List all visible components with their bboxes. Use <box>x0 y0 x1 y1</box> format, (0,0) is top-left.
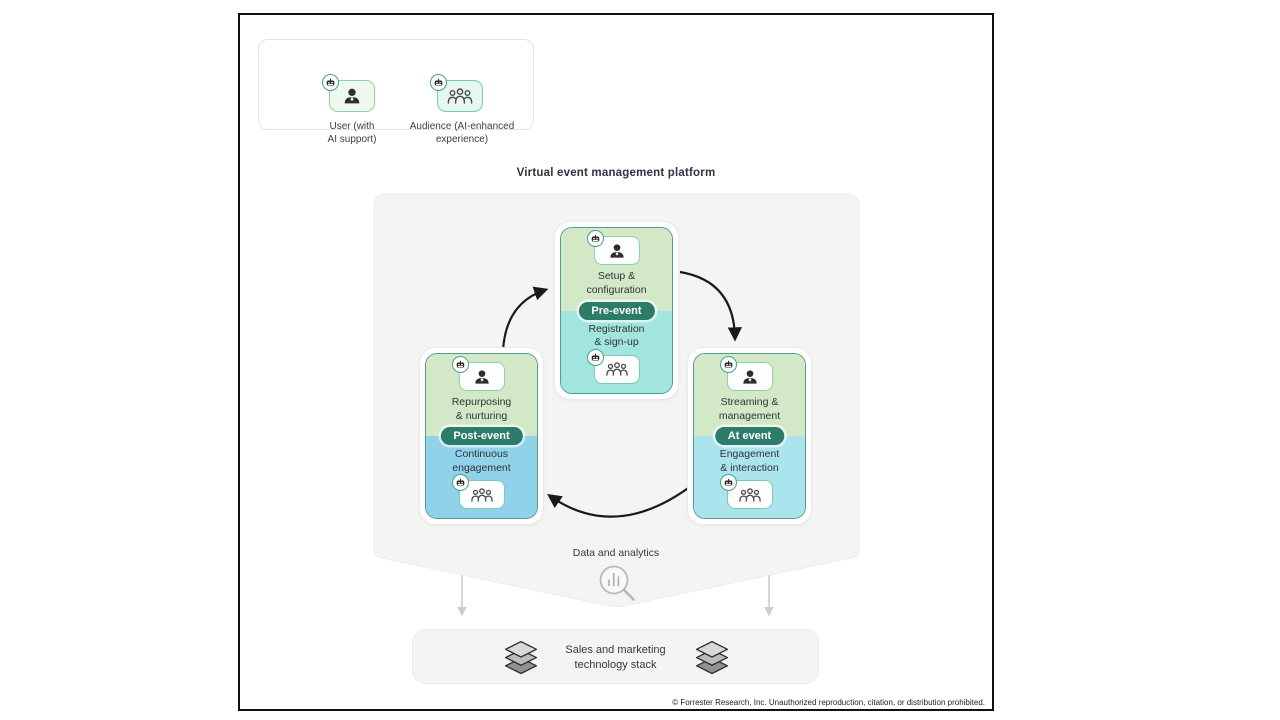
arrow-at-to-post <box>547 482 696 518</box>
stacked-layers-icon <box>695 640 729 675</box>
stage-top-label: Repurposing & nurturing <box>451 396 512 422</box>
stage-badge-post-event: Post-event <box>440 427 523 445</box>
arrow-pre-to-at <box>679 270 742 342</box>
stage-badge-at-event: At event <box>714 427 785 445</box>
stage-bottom-label: Registration & sign-up <box>588 322 645 349</box>
audience-icon <box>470 487 493 502</box>
pre-event-bottom-half: Registration & sign-up <box>561 310 672 393</box>
at-event-bottom-half: Engagement & interaction <box>694 436 805 518</box>
tech-stack-label: Sales and marketing technology stack <box>565 644 666 671</box>
user-icon-box <box>586 230 640 265</box>
audience-icon <box>605 362 628 376</box>
at-event-top-half: Streaming & management <box>694 354 805 436</box>
arrow-post-to-pre <box>501 286 549 351</box>
ai-robot-badge-icon <box>451 356 469 373</box>
audience-icon <box>738 487 761 502</box>
stage-top-label: Streaming & management <box>718 396 781 422</box>
user-icon <box>742 369 757 384</box>
user-icon-box <box>719 356 773 391</box>
user-icon <box>609 243 624 258</box>
ai-robot-badge-icon <box>586 348 604 366</box>
post-event-bottom-half: Continuous engagement <box>426 436 537 518</box>
pre-event-top-half: Setup & configuration <box>561 228 672 311</box>
stage-top-label: Setup & configuration <box>586 270 647 296</box>
user-icon-box <box>451 356 505 391</box>
legend-audience-label: Audience (AI-enhanced experience) <box>409 121 515 145</box>
stage-badge-pre-event: Pre-event <box>578 301 655 320</box>
stage-card-post-event: Repurposing & nurturing Continuous engag… <box>419 347 544 525</box>
ai-robot-badge-icon <box>719 356 737 373</box>
audience-icon-box <box>451 474 505 509</box>
legend: User (with AI support) Audience (AI-enha… <box>258 39 534 145</box>
data-analytics-label: Data and analytics <box>572 547 660 559</box>
stage-card-at-event: Streaming & management Engagement & inte… <box>687 347 812 525</box>
post-event-top-half: Repurposing & nurturing <box>426 354 537 436</box>
stage-card-pre-event: Setup & configuration Registration & sig… <box>554 221 679 400</box>
stage-bottom-label: Continuous engagement <box>452 448 511 474</box>
audience-icon-box <box>719 474 773 509</box>
ai-robot-badge-icon <box>430 74 447 91</box>
user-icon <box>344 88 360 104</box>
audience-icon <box>447 88 473 104</box>
audience-icon-box <box>586 348 640 384</box>
magnifier-bar-chart-icon <box>599 565 635 601</box>
legend-user-icon-box <box>322 74 375 112</box>
stacked-layers-icon <box>504 640 538 675</box>
tech-stack-box: Sales and marketing technology stack <box>412 629 819 684</box>
legend-user-label: User (with AI support) <box>327 121 377 145</box>
ai-robot-badge-icon <box>451 474 469 491</box>
figure-frame: User (with AI support) Audience (AI-enha… <box>238 13 994 711</box>
ai-robot-badge-icon <box>719 474 737 491</box>
ai-robot-badge-icon <box>586 230 604 247</box>
ai-robot-badge-icon <box>322 74 339 91</box>
user-icon <box>474 369 489 384</box>
copyright-notice: © Forrester Research, Inc. Unauthorized … <box>672 698 985 707</box>
legend-audience-icon-box <box>430 74 483 112</box>
diagram-title: Virtual event management platform <box>516 167 716 179</box>
stage-bottom-label: Engagement & interaction <box>719 448 780 474</box>
